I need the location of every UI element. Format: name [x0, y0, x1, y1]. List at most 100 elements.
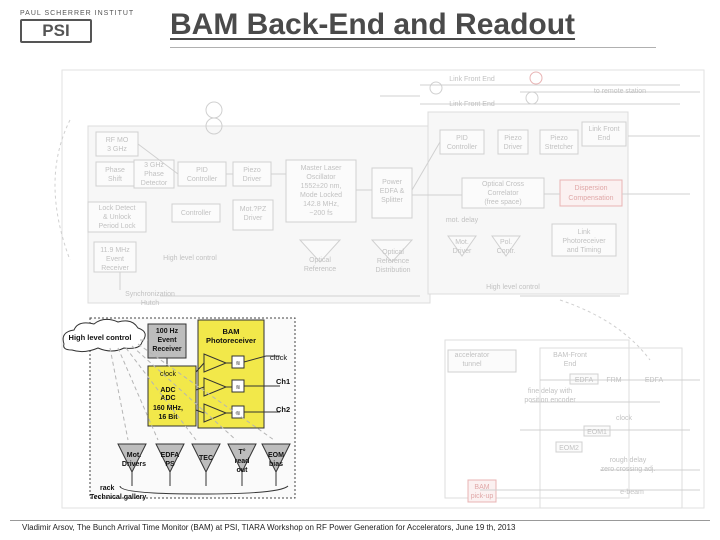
- faded-mll-5: 142.8 MHz,: [303, 201, 339, 208]
- faded-piezo1-2: Driver: [243, 176, 262, 183]
- faded-edfa-3: Splitter: [381, 197, 403, 204]
- svg-text:≋: ≋: [235, 385, 240, 391]
- edfaps-line2: PS: [165, 461, 175, 468]
- faded-mll-6: ~200 fs: [309, 210, 333, 217]
- faded-edfa-r1: EDFA: [575, 377, 594, 384]
- faded-polcont-1: Pol.: [500, 239, 512, 246]
- faded-sync-1: Synchronization: [125, 291, 175, 298]
- faded-lpr-2: Photoreceiver: [562, 238, 606, 245]
- faded-mll-1: Master Laser: [301, 165, 343, 172]
- faded-edfa-1: Power: [382, 179, 403, 186]
- faded-lpr-3: and Timing: [567, 247, 601, 254]
- tread-line3: out: [237, 467, 249, 474]
- faded-bamfe-1: BAM-Front: [553, 352, 587, 359]
- hlc-label: High level control: [69, 333, 132, 342]
- faded-ebeam: e-beam: [620, 489, 644, 496]
- faded-link1: Link Front End: [449, 76, 495, 83]
- faded-lock-2: & Unlock: [103, 214, 132, 221]
- faded-system: [54, 69, 705, 509]
- mot-line2: Drivers: [122, 461, 146, 468]
- faded-motdelay: mot. delay: [446, 217, 479, 224]
- bam-diagram: Link Front End Link Front End to remote …: [54, 69, 705, 509]
- evr-line1: 100 Hz: [156, 328, 179, 335]
- faded-optrefdist-3: Distribution: [375, 267, 410, 274]
- faded-rough-1: rough delay: [610, 457, 647, 464]
- faded-rfmo-1: RF MO: [106, 137, 129, 144]
- faded-acc-1: accelerator: [455, 352, 490, 359]
- faded-occ-3: (free space): [484, 199, 521, 206]
- slide-title: BAM Back-End and Readout: [170, 8, 576, 41]
- ch2-label: Ch2: [276, 405, 290, 414]
- faded-lpr-1: Link: [578, 229, 591, 236]
- faded-motdriver-2: Driver: [453, 248, 472, 255]
- faded-bamfe-2: End: [564, 361, 577, 368]
- faded-bampickup-2: pick-up: [471, 493, 494, 500]
- faded-lfe-1: Link Front: [588, 126, 619, 133]
- adc-line4: 16 Bit: [158, 414, 178, 421]
- logo-mark: PSI: [20, 19, 92, 43]
- hlc-cloud: High level control: [62, 318, 146, 353]
- faded-phase-1: Phase: [105, 167, 125, 174]
- faded-frm: FRM: [606, 377, 621, 384]
- faded-polcont-2: Contr.: [497, 248, 516, 255]
- eom-line2: bias: [269, 461, 283, 468]
- faded-sync-2: Hutch: [141, 300, 159, 307]
- faded-evr-3: Receiver: [101, 265, 129, 272]
- faded-edfa-2: EDFA &: [380, 188, 405, 195]
- faded-piezo3-2: Stretcher: [545, 144, 574, 151]
- svg-text:≋: ≋: [235, 361, 240, 367]
- faded-mll-2: Oscillator: [306, 174, 336, 181]
- faded-finedelay-1: fine delay with: [528, 388, 572, 395]
- adc-line2: ADC: [160, 395, 175, 402]
- faded-clock-r: clock: [616, 415, 632, 422]
- faded-motdrv-2: Driver: [244, 215, 263, 222]
- faded-finedelay-2: position encoder: [524, 397, 576, 404]
- rack-line2: Technical gallery: [90, 494, 146, 501]
- faded-pid2-1: PID: [456, 135, 468, 142]
- faded-rfmo-2: 3 GHz: [107, 146, 127, 153]
- faded-controller: Controller: [181, 210, 212, 217]
- eom-line1: EOM: [268, 452, 284, 459]
- readout-system: High level control 100 Hz Event Receiver…: [62, 317, 296, 501]
- faded-ghz-3: Detector: [141, 180, 168, 187]
- rack-line1: rack: [100, 485, 115, 492]
- bampr-line1: BAM: [222, 327, 239, 336]
- faded-lock-3: Period Lock: [99, 223, 136, 230]
- faded-optref-1: Optical: [309, 257, 331, 264]
- faded-edfa-r2: EDFA: [645, 377, 664, 384]
- clock-in-label: clock: [160, 371, 176, 378]
- mot-line1: Mot.: [127, 452, 141, 459]
- evr-line3: Receiver: [152, 346, 181, 353]
- footer-citation: Vladimir Arsov, The Bunch Arrival Time M…: [22, 523, 516, 532]
- faded-occ-2: Correlator: [487, 190, 519, 197]
- evr-line2: Event: [157, 337, 177, 344]
- faded-mll-3: 1552±20 nm,: [301, 183, 342, 190]
- faded-lfe-2: End: [598, 135, 611, 142]
- faded-optrefdist-1: Optical: [382, 249, 404, 256]
- faded-eom1: EOM1: [587, 429, 607, 436]
- psi-logo: PAUL SCHERRER INSTITUT PSI: [20, 10, 133, 44]
- faded-evr-2: Event: [106, 256, 124, 263]
- faded-link2: Link Front End: [449, 101, 495, 108]
- faded-motdriver-1: Mot.: [455, 239, 469, 246]
- adc-line1: ADC: [160, 387, 175, 394]
- faded-hlc1: High level control: [163, 255, 217, 262]
- faded-disp-2: Compensation: [568, 195, 613, 202]
- faded-bampickup-1: BAM: [474, 484, 489, 491]
- tread-line2: read: [235, 458, 250, 465]
- faded-motdrv-1: Mot.?PZ: [240, 206, 267, 213]
- faded-remote: to remote station: [594, 88, 646, 95]
- faded-piezo2-2: Driver: [504, 144, 523, 151]
- faded-labels: Link Front End Link Front End to remote …: [99, 76, 664, 500]
- faded-occ-1: Optical Cross: [482, 181, 525, 188]
- faded-ghz-2: Phase: [144, 171, 164, 178]
- tread-line1: T°: [238, 448, 245, 456]
- faded-pid1-1: PID: [196, 167, 208, 174]
- faded-eom2: EOM2: [559, 445, 579, 452]
- faded-piezo2-1: Piezo: [504, 135, 522, 142]
- edfaps-line1: EDFA: [161, 452, 180, 459]
- faded-evr-1: 11.9 MHz: [100, 247, 130, 254]
- clock-out-label: clock: [270, 353, 287, 362]
- faded-lock-1: Lock Detect: [99, 205, 136, 212]
- ch1-label: Ch1: [276, 377, 290, 386]
